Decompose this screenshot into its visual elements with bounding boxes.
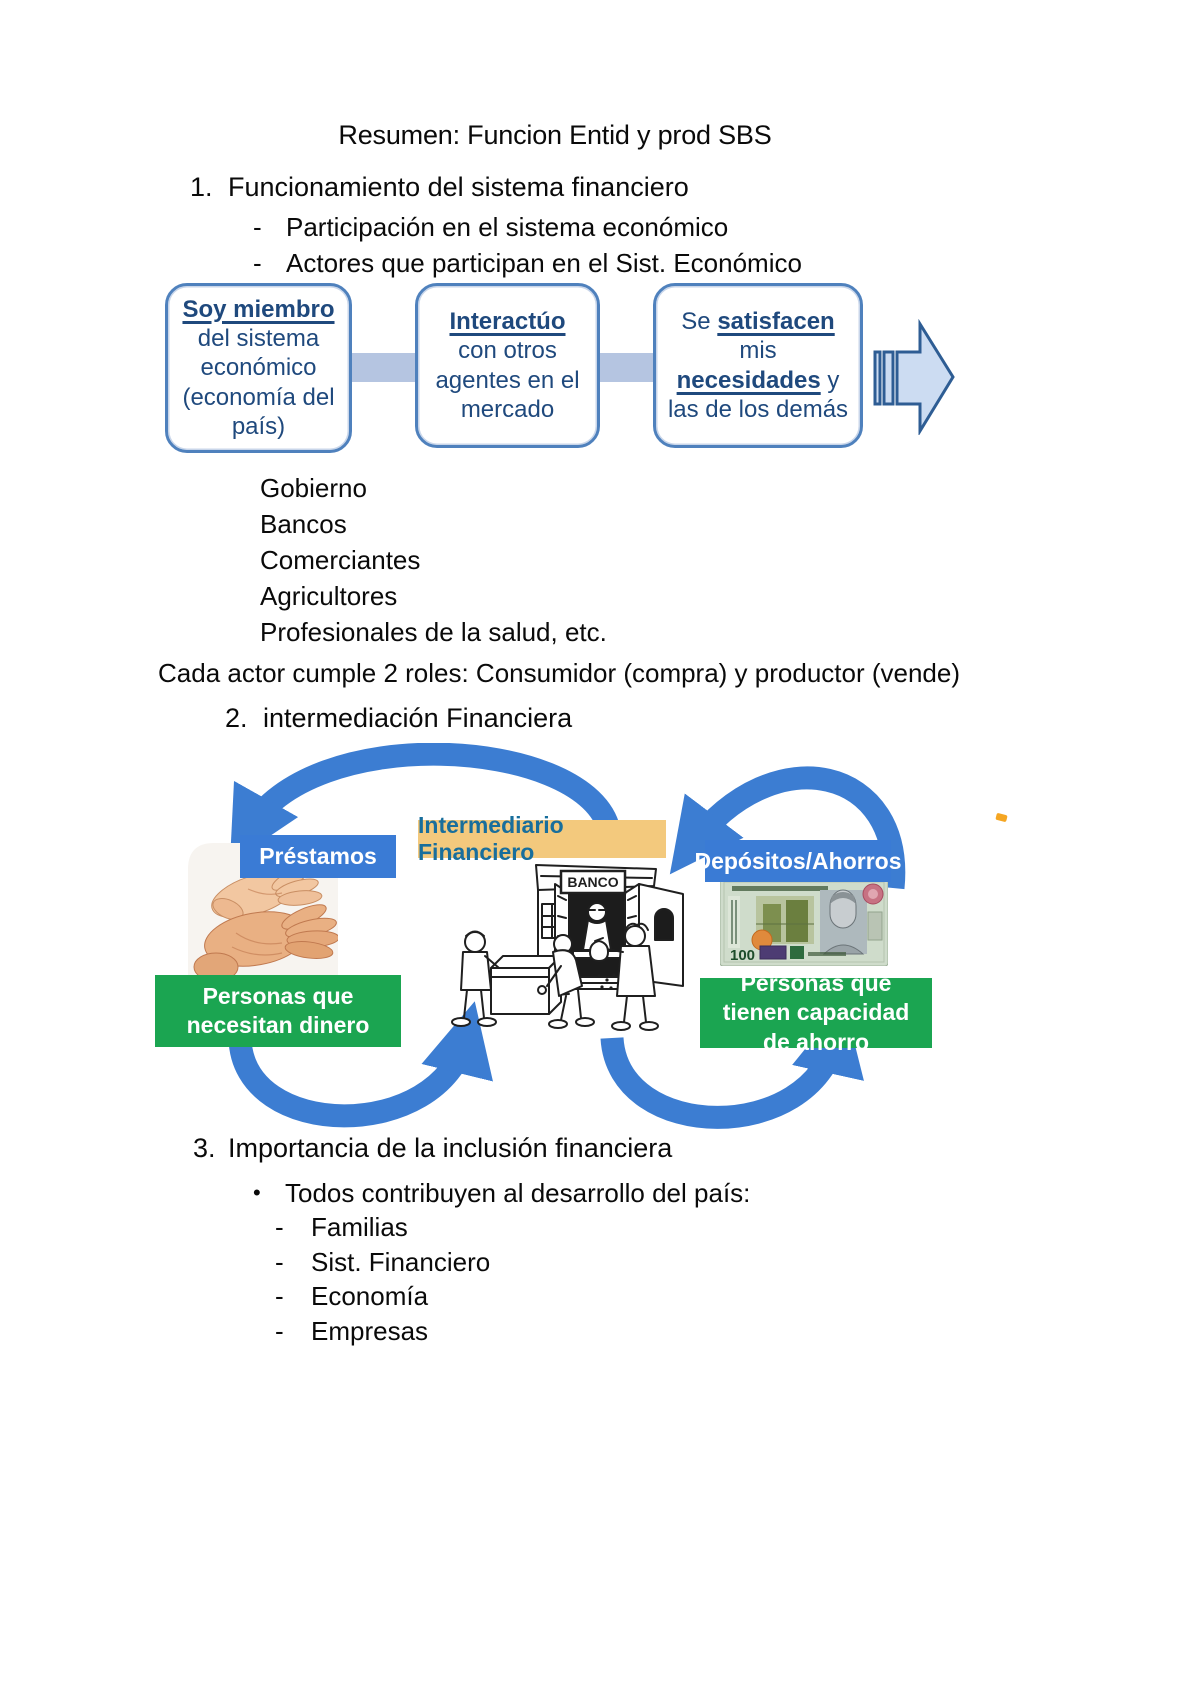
section3-heading-text: Importancia de la inclusión financiera xyxy=(228,1133,673,1163)
section1-bullet-2: -Actores que participan en el Sist. Econ… xyxy=(253,248,802,279)
arc-bottom-right xyxy=(600,1001,864,1129)
roles-note: Cada actor cumple 2 roles: Consumidor (c… xyxy=(158,658,961,688)
dash-marker: - xyxy=(275,1247,284,1277)
actor-item: Comerciantes xyxy=(260,545,421,575)
flow-connector-1 xyxy=(349,353,418,382)
flow-box3-emphasis1: satisfacen xyxy=(717,307,835,335)
financial-intermediation-diagram: BANCO 100 Préstamos xyxy=(140,743,1020,1145)
label-intermediario-financiero: Intermediario Financiero xyxy=(418,812,666,865)
section3-item-3-text: Economía xyxy=(311,1281,429,1311)
section1-bullet-1-text: Participación en el sistema económico xyxy=(286,212,729,242)
flow-box2-emphasis: Interactúo xyxy=(449,307,566,335)
actor-item: Agricultores xyxy=(260,581,398,611)
flow-box3-emphasis2: necesidades xyxy=(676,366,821,394)
striped-right-arrow-icon xyxy=(873,319,955,435)
dash-marker: - xyxy=(275,1212,284,1242)
label-personas-necesitan-dinero: Personas que necesitan dinero xyxy=(155,975,401,1047)
section1-bullet-2-text: Actores que participan en el Sist. Econó… xyxy=(286,248,802,278)
section3-item-2: -Sist. Financiero xyxy=(275,1247,490,1278)
flow-box2-rest: con otros agentes en el mercado xyxy=(435,337,580,423)
arc-top-left xyxy=(229,743,619,864)
bank-sign-label: BANCO xyxy=(567,874,618,890)
section3-item-1-text: Familias xyxy=(311,1212,408,1242)
banknote-image: 100 xyxy=(720,878,888,966)
section3-bullet: • Todos contribuyen al desarrollo del paí… xyxy=(253,1178,750,1209)
section1-heading-text: Funcionamiento del sistema financiero xyxy=(228,172,689,202)
section3-number: 3. xyxy=(193,1133,216,1163)
actors-list: Gobierno Bancos Comerciantes Agricultore… xyxy=(260,470,607,650)
actor-item: Profesionales de la salud, etc. xyxy=(260,617,607,647)
label-personas-capacidad-ahorro: Personas que tienen capacidad de ahorro xyxy=(700,970,932,1055)
section3-item-1: -Familias xyxy=(275,1212,408,1243)
dash-marker: - xyxy=(275,1281,284,1311)
section3-heading: 3. Importancia de la inclusión financiera xyxy=(193,1133,672,1164)
bullet-marker: • xyxy=(253,1180,261,1205)
section3-item-2-text: Sist. Financiero xyxy=(311,1247,491,1277)
flow-box3-post: y las de los demás xyxy=(667,366,849,423)
section3-item-4-text: Empresas xyxy=(311,1316,429,1346)
flow-connector-2 xyxy=(597,353,656,382)
section1-heading: 1. Funcionamiento del sistema financiero xyxy=(190,172,689,203)
section2-heading: 2. intermediación Financiera xyxy=(225,703,572,734)
economic-flow-diagram: Soy miembro del sistema económico (econo… xyxy=(165,283,965,458)
page-title: Resumen: Funcion Entid y prod SBS xyxy=(338,120,772,150)
banknote-value: 100 xyxy=(730,947,755,964)
bank-cartoon: BANCO xyxy=(451,864,684,1031)
dash-marker: - xyxy=(253,212,262,242)
section2-number: 2. xyxy=(225,703,248,733)
flow-box1-rest: del sistema económico (economía del país… xyxy=(182,325,335,440)
flow-box-interact: Interactúo con otros agentes en el merca… xyxy=(415,283,600,448)
label-depositos-ahorros: Depósitos/Ahorros xyxy=(694,840,902,882)
actor-item: Bancos xyxy=(260,509,347,539)
label-prestamos: Préstamos xyxy=(240,835,396,878)
arc-bottom-left xyxy=(228,1001,493,1128)
actor-item: Gobierno xyxy=(260,473,367,503)
section3-item-3: -Economía xyxy=(275,1281,428,1312)
section1-bullet-1: -Participación en el sistema económico xyxy=(253,212,728,243)
dash-marker: - xyxy=(275,1316,284,1346)
flow-box3-pre: Se xyxy=(681,307,711,335)
section1-number: 1. xyxy=(190,172,213,202)
section3-item-4: -Empresas xyxy=(275,1316,428,1347)
flow-box1-emphasis: Soy miembro xyxy=(182,295,335,323)
flow-box-member: Soy miembro del sistema económico (econo… xyxy=(165,283,352,453)
dash-marker: - xyxy=(253,248,262,278)
section2-heading-text: intermediación Financiera xyxy=(263,703,573,733)
flow-box-needs: Se satisfacen mis necesidades y las de l… xyxy=(653,283,863,448)
section3-bullet-text: Todos contribuyen al desarrollo del país… xyxy=(285,1178,751,1208)
flow-box3-mid: mis xyxy=(739,337,777,365)
